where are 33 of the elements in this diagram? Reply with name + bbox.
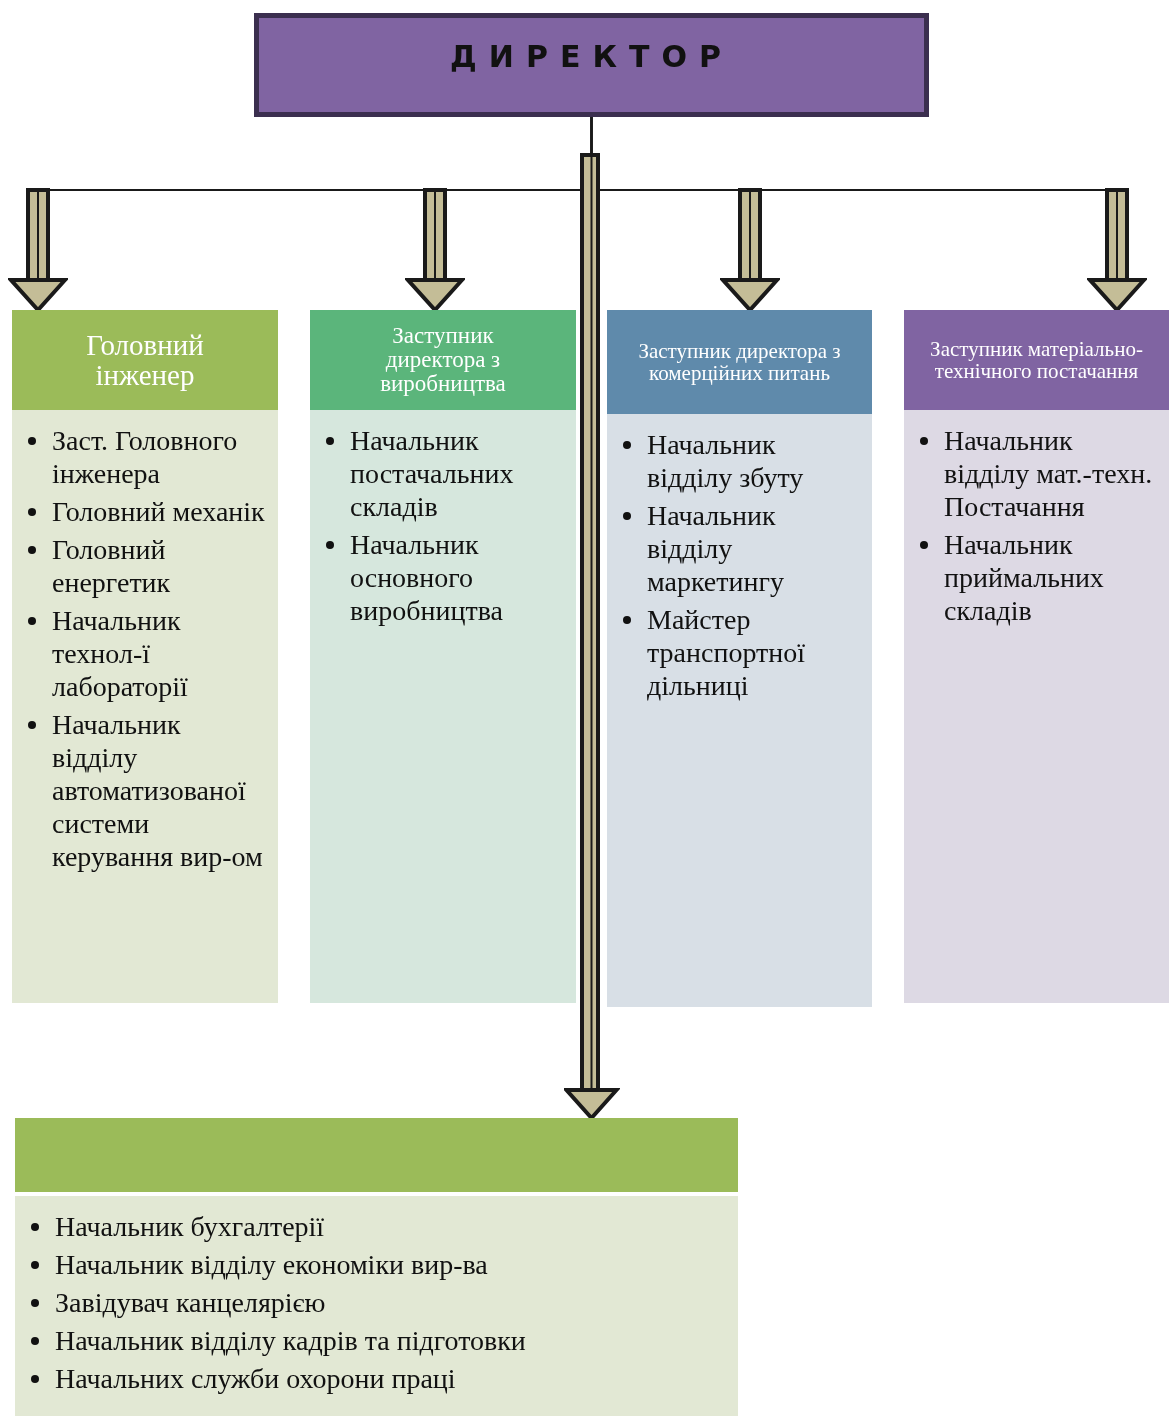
list-item: Начальник відділу мат.-техн. Постачання bbox=[944, 425, 1153, 522]
header-band bbox=[607, 310, 872, 414]
list-panel bbox=[607, 414, 872, 1007]
header-band bbox=[904, 310, 1169, 410]
list-item: Майстер транспортної дільниці bbox=[647, 604, 806, 701]
header-title: Головний інженер bbox=[85, 329, 205, 391]
header-band bbox=[15, 1118, 738, 1192]
list-item: Начальник відділу автоматизованої системи керування вир-ом bbox=[52, 709, 263, 872]
list-item: Начальник відділу економіки вир-ва bbox=[55, 1249, 488, 1280]
list-item: Начальник основного виробництва bbox=[350, 529, 503, 626]
header-title: Заступник матеріально-технічного постачання bbox=[929, 337, 1144, 383]
list-item: Начальник відділу збуту bbox=[647, 429, 804, 493]
list-item: Начальник відділу маркетингу bbox=[647, 500, 784, 597]
list-panel bbox=[12, 410, 278, 1003]
header-band bbox=[12, 310, 278, 410]
list-item: Головний енергетик bbox=[52, 534, 171, 598]
header-title: Заступник директора з виробництва bbox=[379, 323, 507, 397]
list-item: Заст. Головного інженера bbox=[52, 425, 238, 489]
list-item: Завідувач канцелярією bbox=[55, 1287, 326, 1318]
header-band bbox=[310, 310, 576, 410]
list-item: Начальник постачальних складів bbox=[350, 425, 514, 522]
list-item: Начальних служби охорони праці bbox=[55, 1363, 456, 1394]
list-item: Начальник приймальних складів bbox=[944, 529, 1104, 626]
list-panel bbox=[310, 410, 576, 1003]
director-box bbox=[254, 13, 929, 117]
list-item: Начальник відділу кадрів та підготовки bbox=[55, 1325, 526, 1356]
list-item: Головний механік bbox=[52, 496, 265, 527]
list-panel bbox=[904, 410, 1169, 1003]
header-title: Заступник директора з комерційних питань bbox=[637, 339, 842, 385]
list-panel bbox=[15, 1196, 738, 1416]
box-title: ДИРЕКТОР bbox=[450, 38, 733, 74]
list-item: Начальник технол-ї лабораторії bbox=[52, 605, 188, 702]
list-item: Начальник бухгалтерії bbox=[55, 1211, 325, 1242]
